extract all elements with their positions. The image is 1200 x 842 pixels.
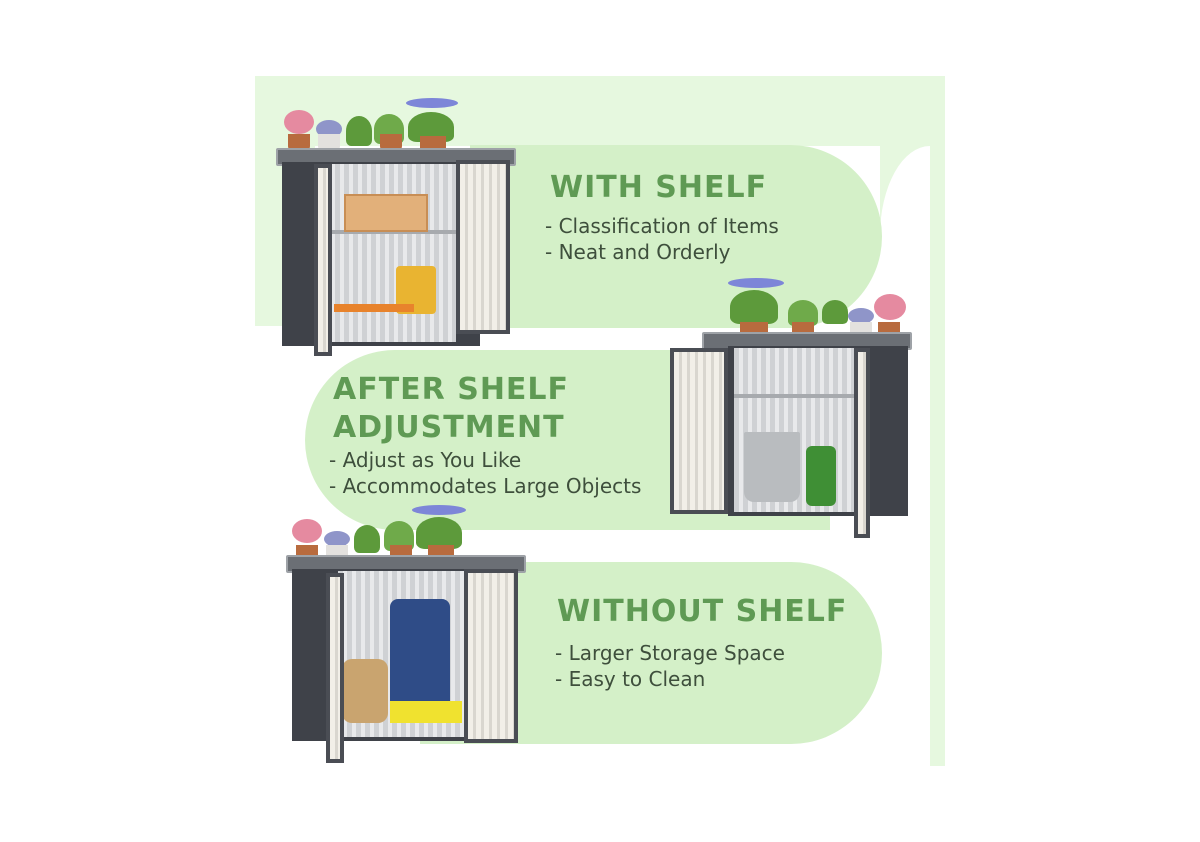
- without-shelf-bullet-1: - Larger Storage Space: [555, 641, 785, 665]
- after-adjustment-bullet-1: - Adjust as You Like: [329, 448, 522, 472]
- shed-with-shelf-image: [276, 98, 516, 356]
- with-shelf-bullet-1: - Classification of Items: [545, 214, 779, 238]
- potted-plants: [668, 276, 912, 340]
- after-adjustment-heading-line-2: ADJUSTMENT: [333, 410, 565, 445]
- garden-tools: [334, 304, 414, 312]
- potted-plants: [286, 503, 526, 563]
- soil-sack: [342, 659, 388, 723]
- green-boots: [806, 446, 836, 506]
- without-shelf-bullet-2: - Easy to Clean: [555, 667, 706, 691]
- yellow-bag: [390, 701, 462, 723]
- without-shelf-heading: WITHOUT SHELF: [557, 594, 848, 629]
- shed-after-adjustment-image: [668, 276, 912, 540]
- with-shelf-heading: WITH SHELF: [550, 170, 768, 205]
- blue-sack: [390, 599, 450, 713]
- metal-bucket: [744, 432, 800, 502]
- wooden-crate: [344, 194, 428, 232]
- potted-plants: [276, 98, 516, 156]
- section-with-shelf-panel: [470, 145, 882, 328]
- after-adjustment-heading-line-1: AFTER SHELF: [333, 372, 570, 407]
- shed-without-shelf-image: [286, 503, 526, 763]
- with-shelf-bullet-2: - Neat and Orderly: [545, 240, 731, 264]
- after-adjustment-bullet-2: - Accommodates Large Objects: [329, 474, 642, 498]
